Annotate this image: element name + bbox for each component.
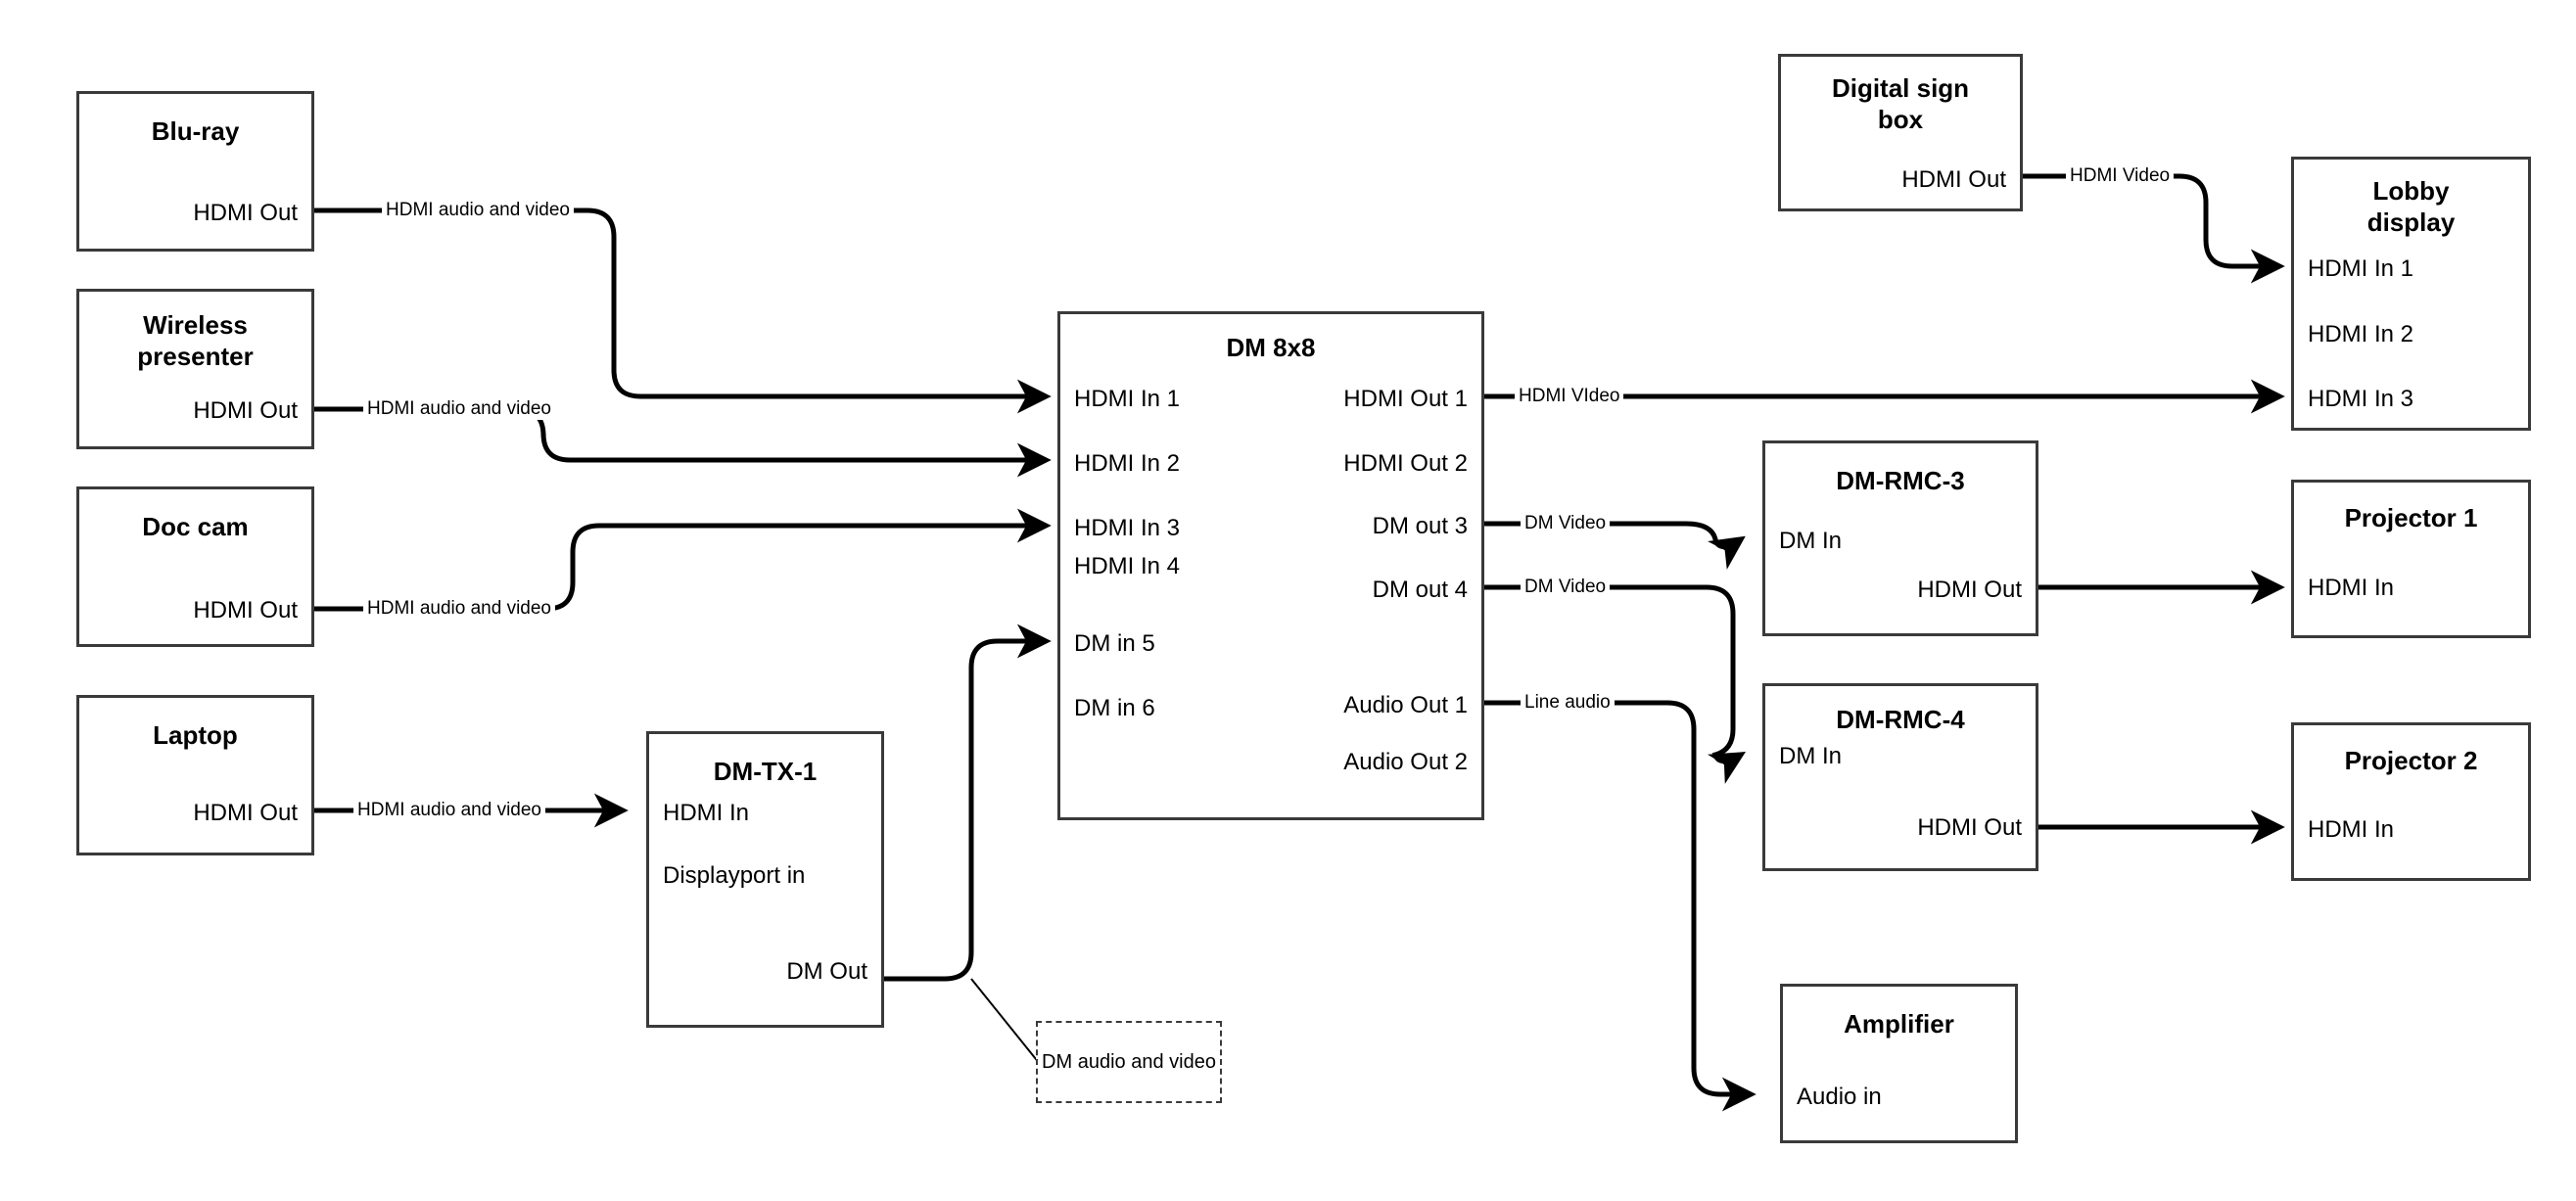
node-dm-tx-1[interactable]: DM-TX-1 HDMI In Displayport in DM Out <box>646 731 884 1028</box>
wire-label-dm-out1-to-lobby: HDMI VIdeo <box>1515 386 1624 407</box>
node-bluray[interactable]: Blu-ray HDMI Out <box>76 91 314 252</box>
wire-dm-out3-to-rmc3 <box>1480 521 1746 570</box>
wire-label-sign-to-lobby: HDMI Video <box>2066 165 2175 187</box>
node-dm-tx-1-port-displayport-in: Displayport in <box>663 862 806 889</box>
note-dm-audio-and-video: DM audio and video <box>1036 1021 1222 1103</box>
node-dm-tx-1-port-hdmi-in: HDMI In <box>663 800 750 826</box>
wire-label-wireless-to-dm: HDMI audio and video <box>363 398 555 420</box>
node-dm-rmc-3-port-hdmi-out: HDMI Out <box>1917 577 2022 603</box>
node-wireless-presenter-title: Wireless presenter <box>137 310 254 371</box>
node-wireless-presenter[interactable]: Wireless presenter HDMI Out <box>76 289 314 449</box>
node-dm-rmc-3-port-dm-in: DM In <box>1779 528 1843 554</box>
node-dm-rmc-3[interactable]: DM-RMC-3 DM In HDMI Out <box>1762 440 2038 636</box>
node-amplifier-title: Amplifier <box>1844 1009 1954 1039</box>
node-projector-1-title: Projector 1 <box>2344 503 2478 532</box>
node-dm-rmc-4[interactable]: DM-RMC-4 DM In HDMI Out <box>1762 683 2038 871</box>
node-dm-8x8-port-dm-out-3: DM out 3 <box>1372 513 1468 539</box>
wire-label-dm-out4-to-rmc4: DM Video <box>1521 577 1611 598</box>
node-lobby-display-title: Lobby display <box>2366 176 2456 237</box>
node-dm-8x8-port-hdmi-in-3: HDMI In 3 <box>1074 515 1181 541</box>
wire-sign-to-lobby-in1 <box>2023 173 2285 284</box>
node-doc-cam[interactable]: Doc cam HDMI Out <box>76 486 314 647</box>
wire-dmtx1-to-dm-in5 <box>805 624 1052 982</box>
node-digital-sign-box-port-hdmi-out: HDMI Out <box>1901 166 2006 193</box>
wire-doccam-to-dm-in3 <box>314 508 1052 612</box>
node-dm-8x8-port-audio-out-1: Audio Out 1 <box>1343 692 1468 718</box>
node-projector-1[interactable]: Projector 1 HDMI In <box>2291 480 2531 638</box>
node-dm-8x8-port-dm-in-6: DM in 6 <box>1074 695 1155 721</box>
node-dm-8x8-port-audio-out-2: Audio Out 2 <box>1343 749 1468 775</box>
wire-dm-audio1-to-amplifier <box>1480 700 1756 1112</box>
node-laptop[interactable]: Laptop HDMI Out <box>76 695 314 855</box>
node-lobby-display-port-hdmi-in-2: HDMI In 2 <box>2308 321 2414 347</box>
wire-label-dm-audio1-to-amp: Line audio <box>1521 692 1615 714</box>
node-dm-8x8-title: DM 8x8 <box>1226 333 1316 362</box>
note-dm-audio-and-video-text: DM audio and video <box>1042 1051 1216 1073</box>
node-dm-rmc-3-title: DM-RMC-3 <box>1836 466 1965 495</box>
wire-dm-out4-to-rmc4 <box>1480 584 1747 784</box>
wire-label-dm-out3-to-rmc3: DM Video <box>1521 513 1611 534</box>
node-laptop-title: Laptop <box>153 720 238 750</box>
node-lobby-display-port-hdmi-in-3: HDMI In 3 <box>2308 386 2414 412</box>
node-dm-tx-1-title: DM-TX-1 <box>713 757 818 786</box>
node-digital-sign-box-title: Digital sign box <box>1831 73 1970 134</box>
node-dm-rmc-4-title: DM-RMC-4 <box>1836 705 1965 734</box>
node-dm-8x8-port-hdmi-in-4: HDMI In 4 <box>1074 553 1181 579</box>
wire-label-laptop-to-dmtx1: HDMI audio and video <box>353 800 545 821</box>
node-dm-8x8-port-hdmi-in-2: HDMI In 2 <box>1074 450 1181 477</box>
node-amplifier[interactable]: Amplifier Audio in <box>1780 984 2018 1143</box>
node-bluray-title: Blu-ray <box>151 116 240 146</box>
wire-label-doccam-to-dm: HDMI audio and video <box>363 598 555 620</box>
node-doc-cam-port-hdmi-out: HDMI Out <box>193 597 298 624</box>
node-lobby-display-port-hdmi-in-1: HDMI In 1 <box>2308 255 2414 282</box>
node-projector-1-port-hdmi-in: HDMI In <box>2308 575 2395 601</box>
node-projector-2[interactable]: Projector 2 HDMI In <box>2291 722 2531 881</box>
node-dm-8x8[interactable]: DM 8x8 HDMI In 1 HDMI In 2 HDMI In 3 HDM… <box>1057 311 1484 820</box>
node-dm-tx-1-port-dm-out: DM Out <box>786 958 867 985</box>
node-dm-8x8-port-dm-in-5: DM in 5 <box>1074 630 1155 657</box>
node-digital-sign-box[interactable]: Digital sign box HDMI Out <box>1778 54 2023 211</box>
node-doc-cam-title: Doc cam <box>142 512 249 541</box>
node-bluray-port-hdmi-out: HDMI Out <box>193 200 298 226</box>
wire-bluray-to-dm-in1 <box>314 208 1052 414</box>
leader-line-dm-note <box>970 978 1041 1065</box>
node-projector-2-title: Projector 2 <box>2344 746 2478 775</box>
node-lobby-display[interactable]: Lobby display HDMI In 1 HDMI In 2 HDMI I… <box>2291 157 2531 431</box>
node-amplifier-port-audio-in: Audio in <box>1797 1084 1882 1110</box>
node-projector-2-port-hdmi-in: HDMI In <box>2308 816 2395 843</box>
node-dm-8x8-port-hdmi-out-1: HDMI Out 1 <box>1343 386 1468 412</box>
node-wireless-presenter-port-hdmi-out: HDMI Out <box>193 397 298 424</box>
wire-label-bluray-to-dm: HDMI audio and video <box>382 200 574 221</box>
node-dm-8x8-port-dm-out-4: DM out 4 <box>1372 577 1468 603</box>
node-dm-8x8-port-hdmi-in-1: HDMI In 1 <box>1074 386 1181 412</box>
node-laptop-port-hdmi-out: HDMI Out <box>193 800 298 826</box>
node-dm-rmc-4-port-hdmi-out: HDMI Out <box>1917 814 2022 841</box>
node-dm-8x8-port-hdmi-out-2: HDMI Out 2 <box>1343 450 1468 477</box>
node-dm-rmc-4-port-dm-in: DM In <box>1779 743 1843 769</box>
